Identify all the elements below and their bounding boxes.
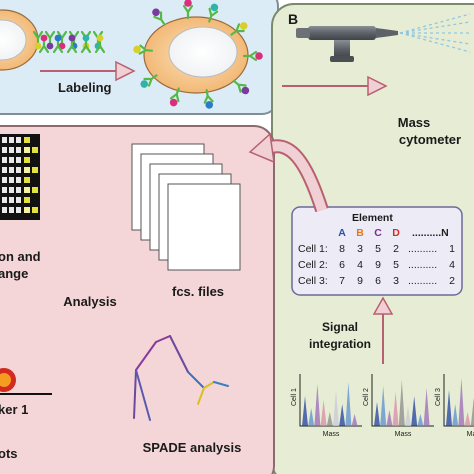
mass-cytometer-line1: Mass <box>398 115 431 130</box>
spectrum-peak <box>302 396 308 426</box>
spectrum-peak <box>470 398 474 426</box>
spectrum-peak <box>333 390 339 426</box>
plots-label: ots <box>0 446 18 461</box>
labeling-arrow <box>40 60 136 82</box>
spectrum-peak <box>308 408 315 426</box>
table-cell: 3 <box>393 275 399 287</box>
data-flow-arrow <box>248 132 329 213</box>
table-row-label: Cell 2: <box>298 259 328 271</box>
spade-tree-icon <box>133 335 229 421</box>
table-row-dots: .......... <box>408 259 437 271</box>
table-row-label: Cell 3: <box>298 275 328 287</box>
spectrum-peak <box>351 414 358 426</box>
spectrum-peak <box>452 404 459 426</box>
spectrum-peak <box>374 402 380 426</box>
spectrum-peak <box>339 404 346 426</box>
spectrum-peak <box>411 396 418 426</box>
mass-cytometer-icon <box>296 13 471 62</box>
heatmap-icon <box>0 134 40 220</box>
labeled-cell <box>143 16 249 94</box>
marker-label: ker 1 <box>0 402 28 417</box>
table-cell: 7 <box>339 275 345 287</box>
spectrum-peak <box>464 412 471 426</box>
table-cell: 3 <box>357 243 363 255</box>
spectrum-axes <box>443 374 474 427</box>
table-row-label: Cell 1: <box>298 243 328 255</box>
spectrum-plot-1: Cell 1 Mass <box>291 374 362 438</box>
analysis-panel: on and ange Analysis fcs. files ker 1 ot… <box>0 125 275 474</box>
table-header-1: B <box>356 227 364 239</box>
spectrum-peak <box>405 406 411 426</box>
table-header-4: ..........N <box>412 227 449 239</box>
spectrum-peak <box>392 392 399 426</box>
spectra-group: Cell 1 Mass Cell 2 Mass Cell 3 Mass <box>291 374 474 438</box>
table-cell: 6 <box>375 275 381 287</box>
labeling-label: Labeling <box>58 80 112 95</box>
table-cell-n: 4 <box>449 259 455 271</box>
spectrum-peak <box>423 388 430 426</box>
biaxial-plot-icon <box>0 368 52 395</box>
signal-line2: integration <box>309 337 371 351</box>
table-row-dots: .......... <box>408 275 437 287</box>
unlabeled-cell <box>0 9 39 71</box>
spectrum-xlabel: Mass <box>323 431 340 438</box>
table-cell: 5 <box>393 259 399 271</box>
spectrum-plot-3: Cell 3 Mass <box>435 374 474 438</box>
element-table-title: Element <box>352 212 393 224</box>
spectrum-peak <box>326 412 333 426</box>
spectrum-peak <box>345 382 352 426</box>
table-header-3: D <box>392 227 400 239</box>
bound-antibodies <box>133 0 263 109</box>
analysis-cropped-line1: on and <box>0 249 41 264</box>
table-row-dots: .......... <box>408 243 437 255</box>
table-header-2: C <box>374 227 382 239</box>
table-cell: 2 <box>393 243 399 255</box>
labeling-panel: Labeling <box>0 0 279 115</box>
spectrum-peak <box>417 414 424 426</box>
table-cell: 5 <box>375 243 381 255</box>
spectrum-peak <box>458 378 465 426</box>
spectrum-ylabel: Cell 1 <box>291 388 298 406</box>
table-cell: 6 <box>339 259 345 271</box>
table-cell: 4 <box>357 259 363 271</box>
mass-cytometry-panel: B Mass cytometer Element <box>271 3 474 474</box>
spectrum-xlabel: Mass <box>395 431 412 438</box>
spectrum-peak <box>386 410 393 426</box>
spectrum-peak <box>446 390 452 426</box>
table-cell-n: 1 <box>449 243 455 255</box>
panel-b-letter: B <box>288 11 298 27</box>
table-cell: 9 <box>375 259 381 271</box>
fcs-label: fcs. files <box>172 284 224 299</box>
spray-arrow <box>282 75 388 97</box>
integration-arrow <box>372 296 394 364</box>
spectrum-ylabel: Cell 2 <box>363 388 370 406</box>
spectrum-peak <box>314 384 321 426</box>
spectrum-peak <box>398 380 405 426</box>
table-cell-n: 2 <box>449 275 455 287</box>
spectrum-xlabel: Mass <box>467 431 474 438</box>
table-cell: 9 <box>357 275 363 287</box>
spectrum-plot-2: Cell 2 Mass <box>363 374 434 438</box>
spectrum-peak <box>380 386 387 426</box>
analysis-title: Analysis <box>63 294 116 309</box>
table-cell: 8 <box>339 243 345 255</box>
signal-line1: Signal <box>322 320 358 334</box>
spade-label: SPADE analysis <box>143 440 242 455</box>
fcs-files-icon <box>131 143 241 271</box>
spectrum-peak <box>320 400 327 426</box>
table-header-0: A <box>338 227 346 239</box>
mass-cytometer-line2: cytometer <box>399 132 461 147</box>
antibody-reagents <box>32 30 106 54</box>
spectrum-ylabel: Cell 3 <box>435 388 442 406</box>
analysis-cropped-line2: ange <box>0 266 28 281</box>
